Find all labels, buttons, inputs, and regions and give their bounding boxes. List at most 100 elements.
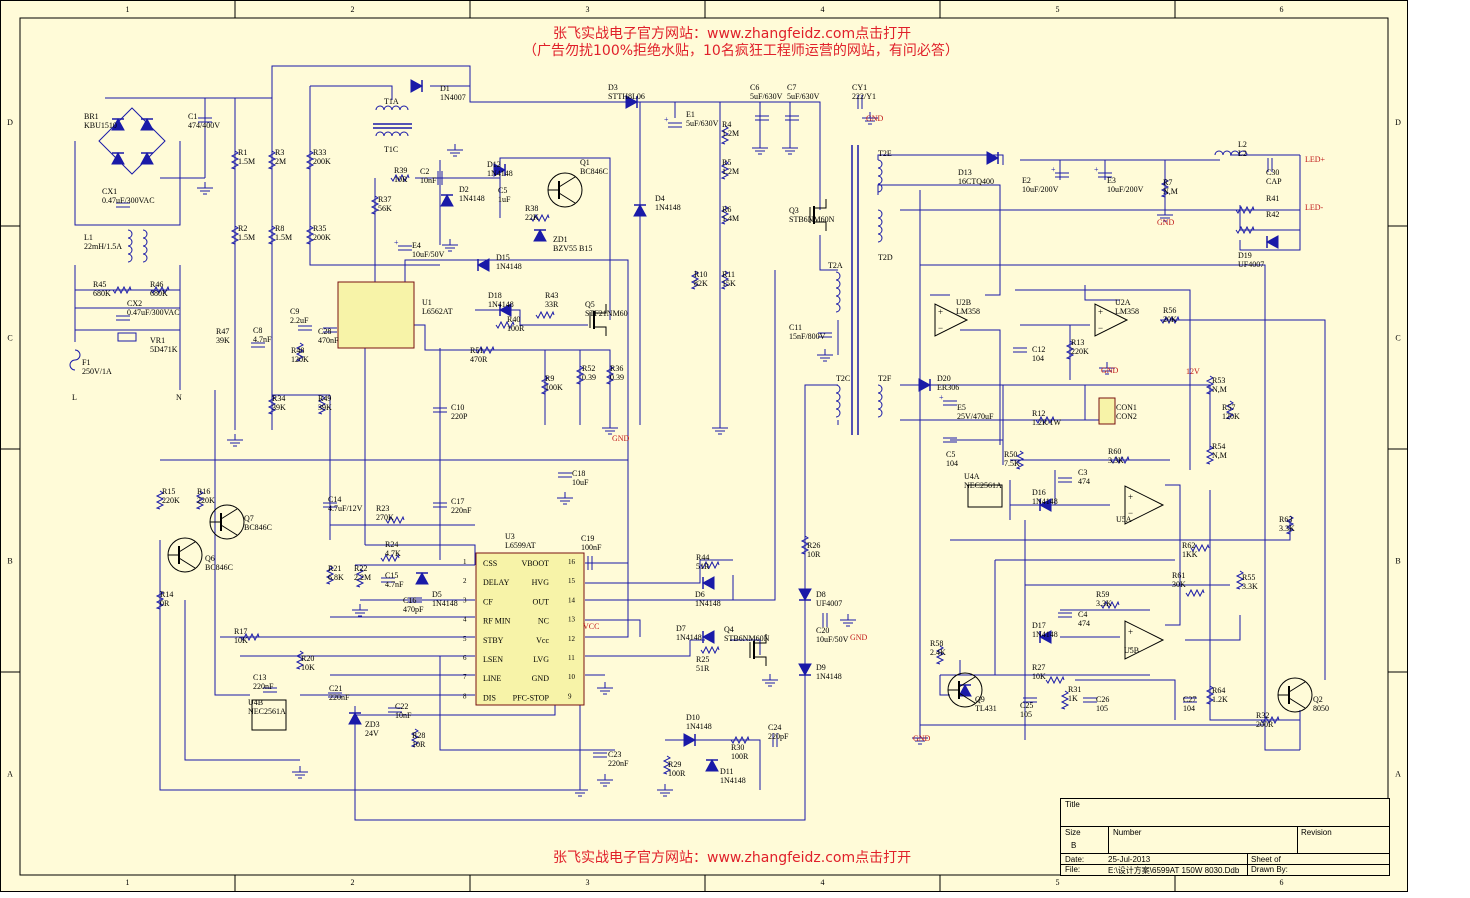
grid-col-top-1: 1: [126, 5, 130, 14]
component-value-d2: 1N4148: [459, 194, 485, 203]
component-value-d7: 1N4148: [676, 633, 702, 642]
resistor-symbol: [495, 320, 515, 330]
component-value-q7: BC846C: [244, 523, 272, 532]
diode-symbol: [625, 95, 639, 109]
component-value-r6: 1.4M: [722, 214, 739, 223]
component-value-u4a: NEC2561A: [964, 481, 1002, 490]
capacitor-symbol: [943, 437, 957, 443]
component-ref-r59: R59: [1096, 590, 1109, 599]
ground-symbol: [597, 682, 613, 695]
net-neutral-label: N: [176, 393, 182, 402]
component-ref-c25: C25: [1020, 701, 1033, 710]
u3-pin-name: STBY: [483, 636, 504, 645]
component-value-q6: BC846C: [205, 563, 233, 572]
component-value-r9: 100K: [545, 383, 563, 392]
capacitor-symbol: [1083, 697, 1097, 703]
resistor-symbol: [1260, 715, 1280, 725]
component-value-c9: 2.2uF: [290, 316, 309, 325]
component-ref-c11: C11: [789, 323, 802, 332]
component-value-r8: 1.5M: [275, 233, 292, 242]
component-ref-c1: C1: [188, 112, 197, 121]
transistor-symbol: [167, 537, 203, 573]
component-ref-r32: R32: [1256, 711, 1269, 720]
component-value-r1: 1.5M: [238, 157, 255, 166]
component-ref-c27: C27: [1183, 695, 1196, 704]
component-value-c17: 220nF: [451, 506, 472, 515]
diode-symbol: [440, 193, 454, 207]
drawn-by-label: Drawn By:: [1251, 865, 1288, 874]
u3-pin-number: 16: [568, 558, 576, 566]
component-value-c13: 220nF: [253, 682, 274, 691]
con1-body: [1098, 397, 1116, 425]
grid-col-bottom-1: 1: [126, 878, 130, 887]
resistor-symbol: [380, 553, 400, 563]
component-ref-r22: R22: [354, 564, 367, 573]
component-value-c8: 4.7nF: [253, 335, 272, 344]
ground-symbol: [762, 674, 778, 687]
ground-symbol: [447, 144, 463, 157]
component-ref-r7: R7: [1163, 178, 1172, 187]
component-ref-d13: D13: [958, 168, 972, 177]
component-ref-c8: C8: [253, 326, 262, 335]
component-ref-d1: D1: [440, 84, 450, 93]
capacitor-symbol: [1055, 172, 1069, 178]
component-value-r12: 1.2R/1W: [1032, 418, 1062, 427]
component-value-r33: 200K: [313, 157, 331, 166]
sheet-outer-border: [0, 0, 1408, 892]
grid-row-right-B: B: [1395, 557, 1400, 566]
resistor-symbol: [535, 310, 555, 320]
component-ref-d20: D20: [937, 374, 951, 383]
resistor-symbol: [1285, 515, 1295, 535]
component-ref-c19: C19: [581, 534, 594, 543]
ground-symbol: [657, 784, 673, 797]
component-value-r51: 470R: [470, 355, 488, 364]
component-ref-cx2: CX2: [127, 299, 142, 308]
resistor-symbol: [267, 395, 277, 415]
component-value-r11: 15K: [722, 279, 736, 288]
date-value: 25-Jul-2013: [1108, 855, 1151, 864]
net-vcc-label: VCC: [583, 622, 599, 631]
component-ref-c18: C18: [572, 469, 585, 478]
resistor-symbol: [1205, 685, 1215, 705]
component-value-d5: 1N4148: [432, 599, 458, 608]
net-line-label: L: [72, 393, 77, 402]
component-value-r38: 22K: [525, 213, 539, 222]
resistor-symbol: [1205, 375, 1215, 395]
component-value-u4b: NEC2561A: [248, 707, 286, 716]
u3-ic-body: [475, 552, 585, 706]
component-ref-q6: Q6: [205, 554, 215, 563]
component-ref-r26: R26: [807, 541, 820, 550]
title-block: Title Size B Number Revision Date: 25-Ju…: [1060, 798, 1390, 876]
ground-symbol: [782, 142, 798, 155]
u3-pin-name: PFC-STOP: [513, 693, 550, 702]
opamp-minus: −: [1098, 323, 1103, 333]
opamp-symbol: +−: [934, 303, 969, 337]
component-value-r62: 1KK: [1182, 550, 1198, 559]
component-ref-r63: R63: [1279, 515, 1292, 524]
component-ref-r8: R8: [275, 224, 284, 233]
grid-row-right-D: D: [1395, 118, 1401, 127]
resistor-symbol: [390, 173, 410, 183]
component-value-r59: 3.3K: [1096, 599, 1112, 608]
component-ref-c22: C22: [395, 702, 408, 711]
capacitor-symbol: [558, 472, 572, 478]
resistor-symbol: [325, 565, 335, 585]
component-labels: BR1KBU1510C1474/400VCX10.47uF/300VACL122…: [82, 83, 1329, 785]
resistor-symbol: [1235, 570, 1245, 590]
capacitor-symbol: [116, 315, 130, 321]
component-ref-l1: L1: [84, 233, 93, 242]
capacitor-symbol: [668, 122, 682, 128]
component-ref-c26: C26: [1096, 695, 1109, 704]
component-ref-r61: R61: [1172, 571, 1185, 580]
component-value-r15: 220K: [162, 496, 180, 505]
component-value-r7: N,M: [1163, 187, 1178, 196]
component-ref-d8: D8: [816, 590, 826, 599]
diode-symbol: [415, 571, 429, 585]
component-ref-e5: E5: [957, 403, 966, 412]
ground-symbol: [712, 422, 728, 435]
polarity-mark: +: [1051, 165, 1056, 174]
component-ref-c21: C21: [329, 684, 342, 693]
resistor-symbol: [720, 125, 730, 145]
inductor-symbol: [877, 384, 883, 418]
grid-col-top-4: 4: [821, 5, 825, 14]
